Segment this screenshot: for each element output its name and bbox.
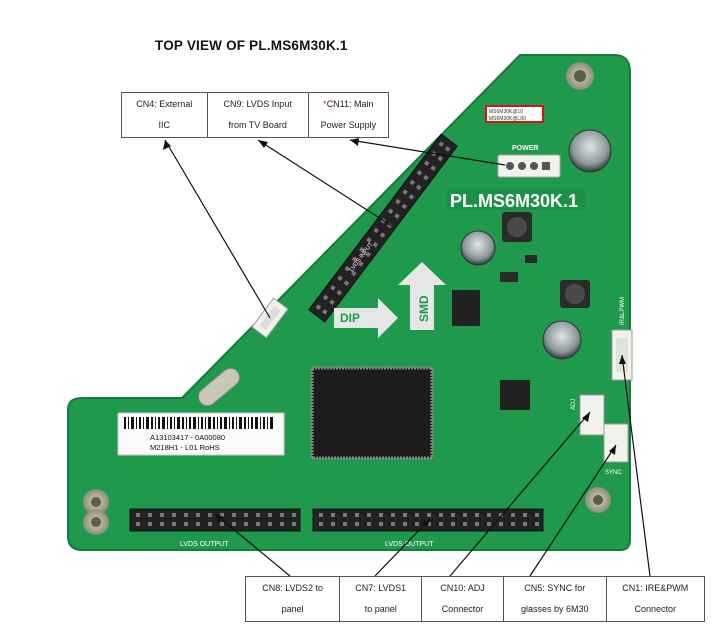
dip-label: DIP <box>340 311 360 325</box>
callout-arrows <box>164 139 651 577</box>
label-cn9-desc: from TV Board <box>228 120 287 130</box>
board-model-text: PL.MS6M30K.1 <box>450 191 578 211</box>
label-cn11-star: * <box>323 99 327 109</box>
label-cn5: CN5: SYNC for glasses by 6M30 <box>502 576 607 622</box>
label-cn4: CN4: External IIC <box>121 92 208 138</box>
smd-label: SMD <box>417 295 431 322</box>
barcode-bars <box>124 417 273 429</box>
barcode-line1: A13103417 - 0A00080 <box>150 433 225 442</box>
lvds-output-label-right: LVDS OUTPUT <box>385 541 434 548</box>
label-cn10: CN10: ADJ Connector <box>421 576 504 622</box>
sticker-line2: MS6M30K@L80 <box>489 116 526 122</box>
label-cn1-name: CN1: IRE&PWM <box>622 583 689 593</box>
arrow-heads <box>163 138 626 528</box>
label-cn8: CN8: LVDS2 to panel <box>244 576 341 622</box>
arrow-cn8 <box>214 513 291 577</box>
small-ic <box>500 380 530 410</box>
regulator <box>452 290 480 326</box>
label-cn9: CN9: LVDS Input from TV Board <box>206 92 309 138</box>
label-cn1: CN1: IRE&PWM Connector <box>605 576 706 622</box>
mounting-holes <box>83 62 611 535</box>
model-sticker <box>485 105 544 123</box>
label-cn11-name: CN11: Main <box>326 99 374 109</box>
cn10-connector <box>579 394 605 436</box>
bottom-connector-labels: CN8: LVDS2 to panel CN7: LVDS1 to panel … <box>244 576 706 622</box>
label-cn5-desc: glasses by 6M30 <box>520 604 589 614</box>
irlap-label: IR&LPWM <box>620 297 626 325</box>
crystal <box>198 367 240 407</box>
label-cn7-name: CN7: LVDS1 <box>355 583 407 593</box>
arrow-cn4 <box>164 139 271 319</box>
label-cn7: CN7: LVDS1 to panel <box>339 576 423 622</box>
capacitor-ec1 <box>568 129 612 173</box>
label-cn4-desc: IIC <box>158 120 171 130</box>
smd-arrow <box>398 262 446 330</box>
label-cn11-name-row: *CN11: Main <box>311 94 386 115</box>
label-cn8-desc: panel <box>281 604 304 614</box>
label-cn9-name: CN9: LVDS Input <box>223 99 292 109</box>
label-cn8-name: CN8: LVDS2 to <box>262 583 324 593</box>
label-cn4-name: CN4: External <box>136 99 193 109</box>
power-connector <box>497 154 561 178</box>
sync-label: SYNC <box>605 470 622 476</box>
capacitor-ec2 <box>460 230 496 266</box>
arrow-cn9 <box>257 139 393 227</box>
cn5-connector <box>603 423 629 463</box>
lvds-output-label-left: LVDS OUTPUT <box>180 541 229 548</box>
label-cn10-desc: Connector <box>441 604 484 614</box>
label-cn10-name: CN10: ADJ <box>440 583 485 593</box>
main-chip <box>310 366 434 460</box>
top-connector-labels: CN4: External IIC CN9: LVDS Input from T… <box>121 92 390 138</box>
power-label: POWER <box>512 145 538 152</box>
label-cn7-desc: to panel <box>364 604 397 614</box>
arrow-cn7 <box>374 518 431 577</box>
dip-arrow <box>334 298 398 338</box>
label-cn5-name: CN5: SYNC for <box>524 583 586 593</box>
label-cn11-desc: Power Supply <box>320 120 377 130</box>
sticker-line1: MS6M30K@10 <box>489 109 523 115</box>
arrow-cn11 <box>349 139 506 166</box>
barcode-line2: M218H1 - L01 RoHS <box>150 443 220 452</box>
arrow-cn10 <box>449 411 591 577</box>
capacitor-ec3 <box>542 320 582 360</box>
label-cn11: *CN11: Main Power Supply <box>307 92 390 138</box>
adj-label: ADJ <box>571 399 577 410</box>
page-title: TOP VIEW OF PL.MS6M30K.1 <box>155 38 348 53</box>
arrow-cn1 <box>621 354 651 577</box>
arrow-cn5 <box>529 444 617 577</box>
lvds-input-header <box>308 133 458 323</box>
lvds-output-header-left <box>129 508 301 532</box>
label-cn1-desc: Connector <box>634 604 677 614</box>
